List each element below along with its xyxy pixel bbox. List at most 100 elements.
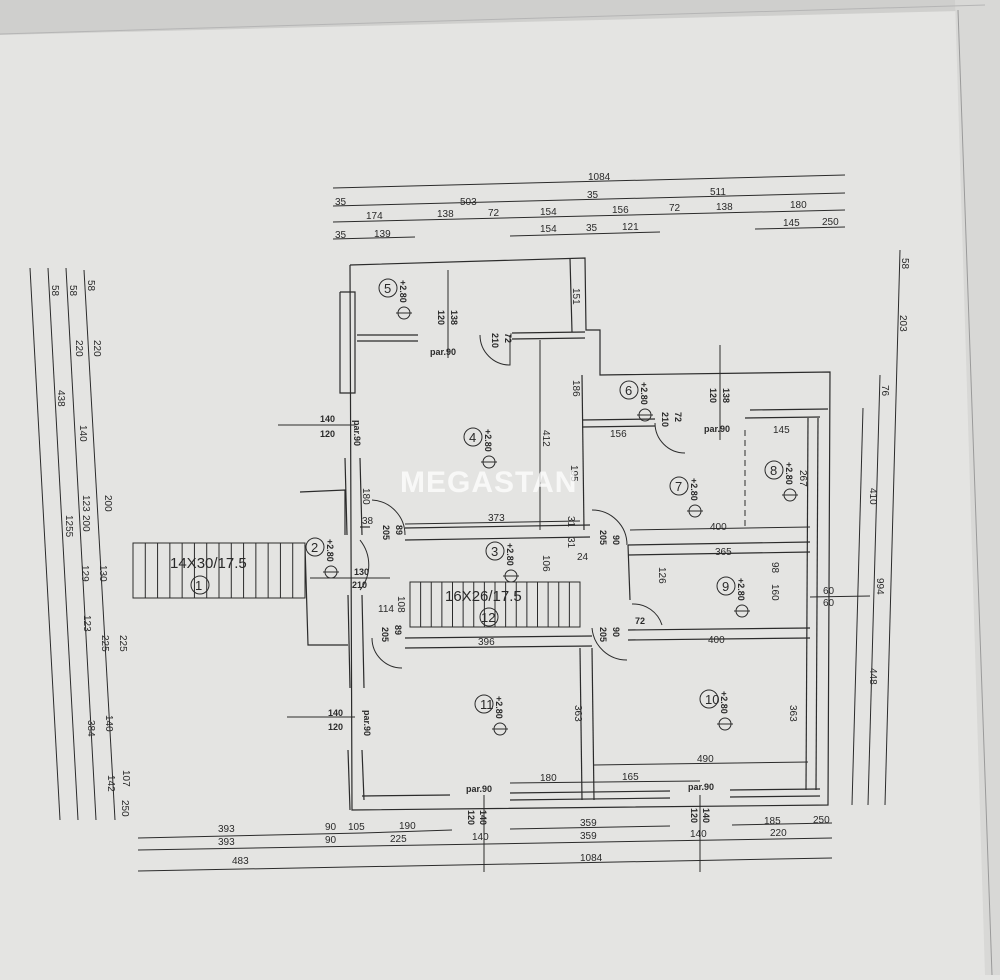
room-number-circle	[485, 541, 505, 561]
dim-label: 120	[708, 388, 718, 403]
interior-dimensions: 140 120 par.90 140 120 par.90 par.90 par…	[278, 270, 811, 825]
dim-label: 384	[85, 720, 96, 737]
dim-label: 140	[472, 832, 489, 843]
dim-label: 490	[697, 754, 714, 765]
dim-label: 120	[328, 722, 343, 732]
dim-label: 126	[656, 567, 667, 584]
dim-label: 58	[67, 285, 78, 297]
dim-label: 225	[117, 635, 128, 652]
room-number-circle	[474, 694, 494, 714]
dim-label: 180	[790, 200, 807, 211]
dim-label: 396	[478, 637, 495, 648]
dim-label: 154	[540, 224, 557, 235]
dim-label: 154	[540, 207, 557, 218]
dim-label: 250	[813, 815, 830, 826]
room-number-circle	[716, 576, 736, 596]
dim-label: 225	[390, 834, 407, 845]
room-number-circle	[764, 460, 784, 480]
dim-label: 156	[610, 429, 627, 440]
dim-label: 114	[378, 604, 394, 615]
dim-label: par.90	[688, 782, 714, 792]
dim-label: 359	[580, 831, 597, 842]
room-number: 12	[481, 610, 495, 625]
room-number-circle	[305, 537, 325, 557]
dim-label: 138	[437, 209, 454, 220]
elevation-label: +2.80	[689, 478, 699, 501]
dim-label: 400	[710, 522, 727, 533]
room-number: 9	[722, 579, 729, 594]
room-number: 5	[384, 281, 391, 296]
watermark-logo: MEGASTAN	[400, 466, 577, 499]
room-number: 3	[491, 544, 498, 559]
page-fold-line	[0, 4, 986, 35]
dim-label: 31	[565, 537, 576, 549]
dim-label: 138	[449, 310, 459, 325]
top-dimensions: 1084 503 35 35 511 174 138 72 154 156 72…	[332, 172, 846, 241]
dim-label: 210	[352, 580, 367, 590]
dim-label: par.90	[362, 710, 372, 736]
dim-label: 205	[598, 530, 608, 545]
room-number: 7	[675, 479, 682, 494]
room-number: 1	[195, 578, 202, 593]
dim-label: 200	[102, 495, 113, 512]
page-edge-line	[957, 9, 993, 976]
dim-label: 35	[335, 197, 347, 208]
dim-label: 90	[611, 535, 621, 545]
dim-label: 185	[764, 816, 781, 827]
dim-label: 72	[488, 208, 500, 219]
dim-label: 400	[708, 635, 725, 646]
room-number: 2	[311, 540, 318, 555]
dim-label: 58	[85, 280, 96, 292]
dim-label: 410	[867, 488, 878, 505]
dim-label: 203	[897, 315, 908, 332]
dim-label: 35	[586, 223, 598, 234]
right-dimensions: 58 203 76 410 994 60 60 448	[809, 249, 910, 806]
dim-label: 156	[612, 205, 629, 216]
dim-label: par.90	[352, 420, 362, 446]
dim-label: 139	[374, 229, 391, 240]
dim-label: 1255	[63, 515, 74, 538]
dim-label: 140	[320, 414, 335, 424]
dim-label: 35	[335, 230, 347, 241]
dim-label: 120	[436, 310, 446, 325]
room-number-circle	[378, 278, 398, 298]
room-number: 10	[705, 692, 719, 707]
bottom-dimensions: 393 90 105 190 359 185 250 393 90 225 14…	[137, 795, 833, 872]
dim-label: 145	[773, 425, 790, 436]
elevation-label: +2.80	[398, 280, 408, 303]
stair-exterior: 14X30/17.5 1	[132, 542, 306, 599]
room-number: 8	[770, 463, 777, 478]
dim-label: 503	[460, 197, 477, 208]
dim-label: 220	[770, 828, 787, 839]
dim-label: 140	[690, 829, 707, 840]
dim-label: 448	[867, 668, 878, 685]
page-edge	[955, 0, 1000, 975]
dim-label: 205	[598, 627, 608, 642]
dim-label: 267	[797, 470, 808, 487]
dim-label: 1084	[580, 853, 603, 864]
dim-label: 220	[91, 340, 102, 357]
dim-label: 76	[879, 385, 890, 397]
elevation-label: +2.80	[494, 696, 504, 719]
dim-label: 205	[381, 525, 391, 540]
dim-label: 151	[570, 288, 581, 305]
dim-label: 90	[611, 627, 621, 637]
elevation-label: +2.80	[483, 429, 493, 452]
dim-label: 359	[580, 818, 597, 829]
dim-label: 250	[822, 217, 839, 228]
dim-label: 31	[565, 516, 576, 528]
dim-label: 210	[660, 412, 670, 427]
dim-label: 186	[570, 380, 581, 397]
room-number-circle	[463, 427, 483, 447]
dim-label: 89	[394, 525, 404, 535]
dim-label: 250	[119, 800, 130, 817]
dim-label: 145	[783, 218, 800, 229]
dim-label: 72	[673, 412, 683, 422]
dim-label: 90	[325, 822, 337, 833]
dim-label: 373	[488, 513, 505, 524]
dim-label: 994	[874, 578, 885, 595]
dim-label: 393	[218, 824, 235, 835]
